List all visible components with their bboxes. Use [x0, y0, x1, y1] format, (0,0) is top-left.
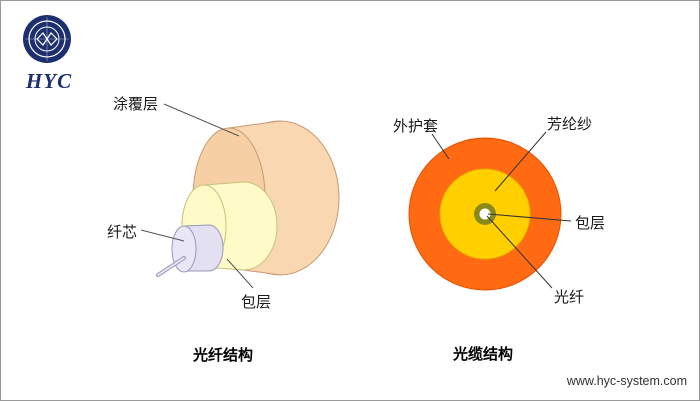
cable-structure-drawing — [408, 131, 572, 291]
coating-leader — [163, 103, 240, 137]
cable-cladding-label: 包层 — [575, 214, 606, 232]
cladding-leader — [226, 258, 254, 289]
cladding-cable-leader — [487, 213, 572, 222]
core-leader — [140, 229, 185, 242]
fiber-structure-drawing — [140, 103, 340, 289]
jacket-leader — [431, 133, 450, 160]
outer-jacket-label: 外护套 — [393, 117, 439, 135]
coating-label: 涂覆层 — [113, 95, 159, 113]
aramid-label: 芳纶纱 — [547, 115, 593, 133]
website-url: www.hyc-system.com — [566, 374, 687, 388]
fiber-caption: 光纤结构 — [193, 346, 254, 364]
logo-emblem-icon — [23, 15, 71, 63]
fiber-label: 光纤 — [554, 288, 585, 306]
hyc-logo: HYC — [15, 9, 79, 95]
fiber-leader — [486, 215, 553, 289]
logo-text: HYC — [25, 69, 73, 93]
cladding-label: 包层 — [241, 293, 272, 311]
cable-caption: 光缆结构 — [453, 345, 514, 363]
core-label: 纤芯 — [107, 223, 138, 241]
aramid-leader — [494, 131, 547, 192]
